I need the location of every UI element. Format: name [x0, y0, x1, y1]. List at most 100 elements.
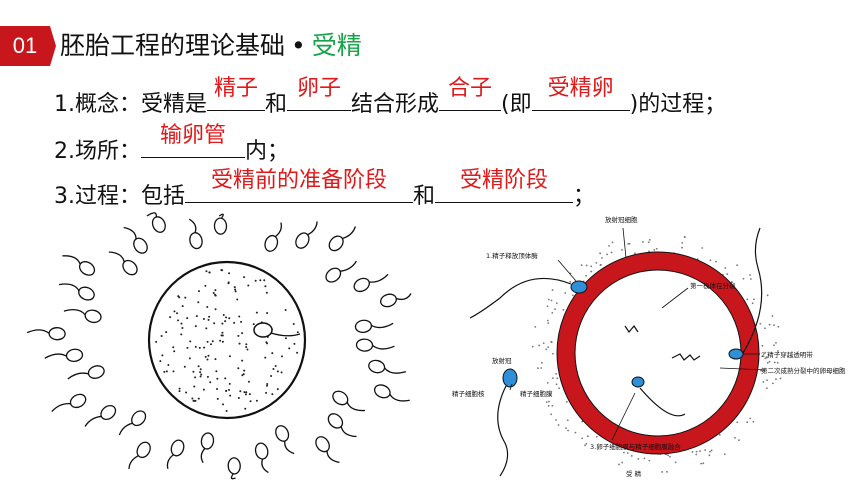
egg-dot: [207, 341, 209, 343]
corona-granule: [581, 264, 583, 266]
corona-granule: [750, 278, 752, 280]
egg-dot: [203, 389, 205, 391]
corona-granule: [596, 436, 598, 438]
egg-dot: [229, 395, 231, 397]
corona-granule: [601, 257, 603, 259]
egg-dot: [205, 327, 207, 329]
corona-granule: [696, 451, 698, 453]
sperm-cell: [326, 411, 357, 437]
egg-dot: [169, 316, 171, 318]
egg-dot: [173, 350, 175, 352]
egg-dot: [214, 294, 216, 296]
corona-granule: [648, 460, 650, 462]
egg-dot: [244, 408, 246, 410]
egg-dot: [195, 346, 197, 348]
egg-dot: [263, 279, 265, 281]
corona-granule: [590, 266, 592, 268]
corona-granule: [556, 383, 558, 385]
corona-granule: [734, 437, 736, 439]
corona-granule: [532, 346, 534, 348]
egg-dot: [243, 391, 245, 393]
corona-granule: [661, 471, 663, 473]
concept-and: 和: [265, 92, 287, 117]
egg-dot: [193, 385, 195, 387]
egg-dot: [240, 321, 242, 323]
egg-dot: [173, 310, 175, 312]
corona-granule: [567, 419, 569, 421]
egg-dot: [245, 391, 247, 393]
section-badge: 01: [0, 26, 50, 66]
corona-granule: [726, 273, 728, 275]
corona-granule: [719, 434, 721, 436]
answer-egg: 卵子: [287, 74, 351, 104]
sperm-cell: [214, 214, 227, 234]
egg-dot: [172, 346, 174, 348]
egg-dot: [250, 400, 252, 402]
answer-fertilized-egg: 受精卵: [532, 74, 630, 104]
corona-granule: [749, 274, 751, 276]
corona-granule: [656, 248, 658, 250]
egg-dot: [275, 365, 277, 367]
corona-granule: [547, 305, 549, 307]
corona-granule: [547, 322, 549, 324]
corona-granule: [612, 242, 614, 244]
egg-dot: [277, 370, 279, 372]
egg-dot: [189, 340, 191, 342]
sperm-cell: [326, 226, 355, 253]
corona-granule: [684, 236, 686, 238]
egg-dot: [235, 290, 237, 292]
corona-granule: [746, 421, 748, 423]
corona-granule: [769, 324, 771, 326]
corona-granule: [572, 294, 574, 296]
answer-prep-stage: 受精前的准备阶段: [185, 166, 413, 196]
egg-dot: [195, 325, 197, 327]
egg-dot: [238, 315, 240, 317]
corona-granule: [667, 455, 669, 457]
egg-dot: [196, 315, 198, 317]
corona-granule: [543, 342, 545, 344]
egg-dot: [198, 365, 200, 367]
egg-dot: [200, 368, 202, 370]
corona-granule: [762, 345, 764, 347]
egg-dot: [198, 290, 200, 292]
egg-dot: [199, 371, 201, 373]
corona-granule: [752, 421, 754, 423]
corona-granule: [566, 401, 568, 403]
corona-granule: [611, 252, 613, 254]
egg-dot: [266, 342, 268, 344]
corona-granule: [552, 289, 554, 291]
egg-dot: [245, 393, 247, 395]
egg-dot: [224, 377, 226, 379]
egg-dot: [163, 371, 165, 373]
egg-dot: [225, 390, 227, 392]
egg-dot: [207, 358, 209, 360]
corona-granule: [546, 401, 548, 403]
sperm-cell: [323, 261, 356, 285]
slide-title: 胚胎工程的理论基础•受精: [60, 28, 362, 64]
label-corona: 放射冠: [492, 356, 512, 365]
blank-zygote: 合子: [439, 84, 501, 111]
egg-dot: [194, 376, 196, 378]
corona-granule: [759, 323, 761, 325]
corona-granule: [699, 450, 701, 452]
corona-granule: [780, 377, 782, 379]
egg-dot: [192, 400, 194, 402]
corona-granule: [552, 353, 554, 355]
corona-granule: [738, 439, 740, 441]
corona-granule: [627, 452, 629, 454]
title-main: 胚胎工程的理论基础: [60, 31, 285, 60]
corona-granule: [772, 383, 774, 385]
location-line: 2.场所：输卵管内；: [54, 131, 289, 167]
corona-granule: [724, 453, 726, 455]
corona-granule: [541, 362, 543, 364]
egg-dot: [222, 335, 224, 337]
egg-dot: [180, 333, 182, 335]
egg-dot: [186, 347, 188, 349]
egg-dot: [246, 349, 248, 351]
sperm-cell: [59, 284, 96, 302]
sperm-egg-sketch: [5, 212, 415, 482]
egg-dot: [191, 398, 193, 400]
egg-dot: [179, 390, 181, 392]
egg-dot: [179, 388, 181, 390]
corona-granule: [644, 457, 646, 459]
